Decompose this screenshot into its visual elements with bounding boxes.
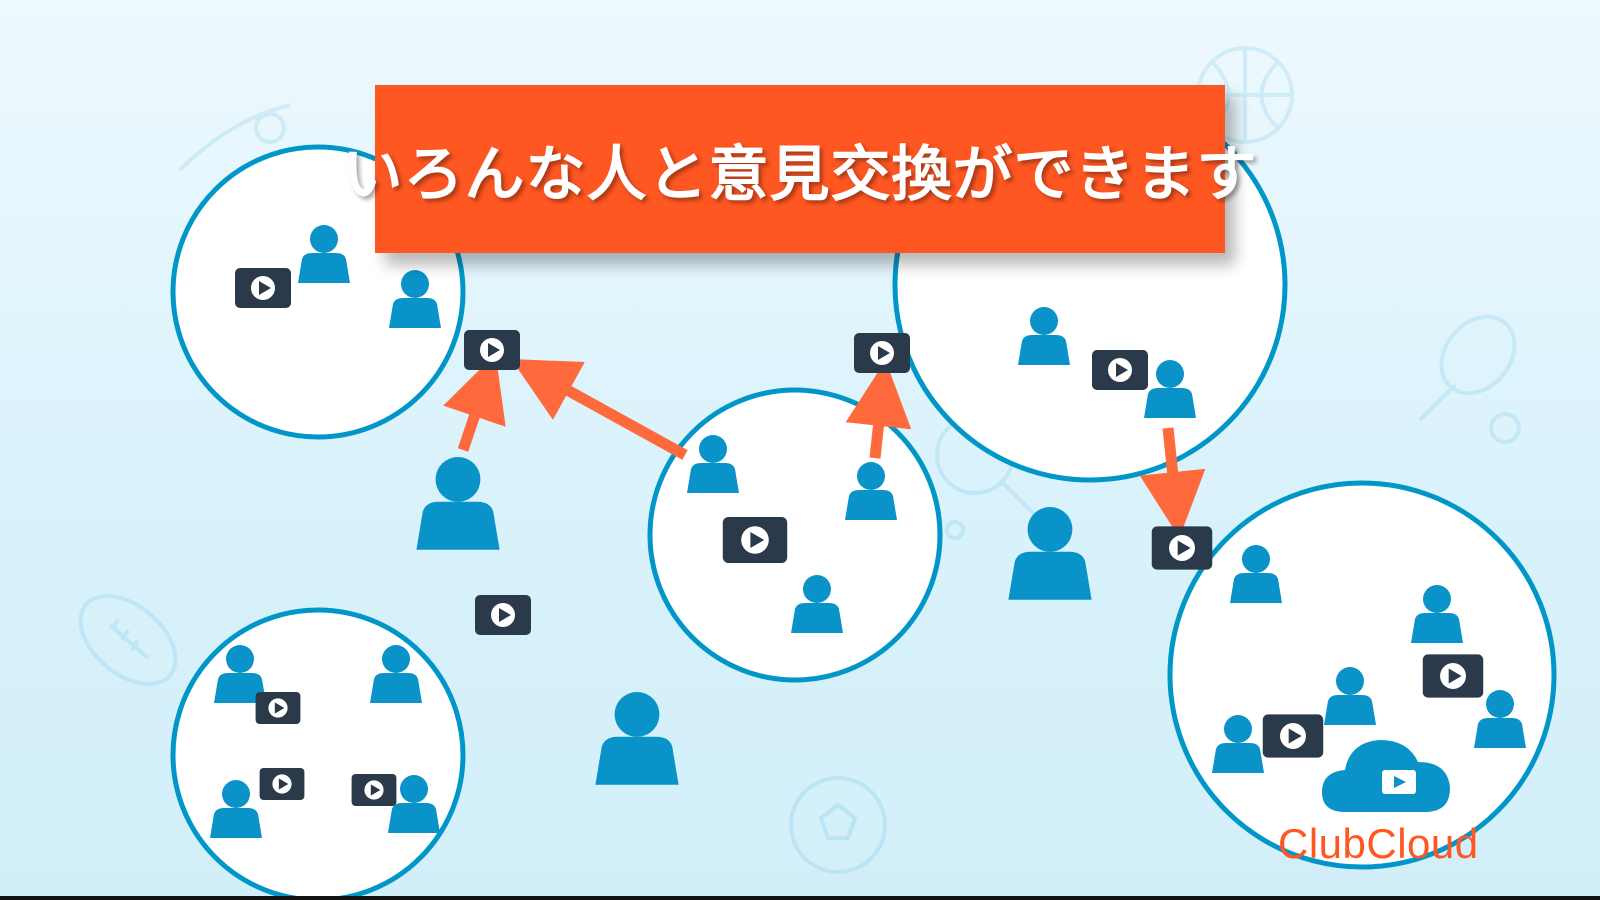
video-play-icon[interactable] xyxy=(854,333,910,373)
video-play-icon[interactable] xyxy=(1262,714,1324,758)
video-play-icon[interactable] xyxy=(464,330,520,370)
arrow xyxy=(511,359,688,460)
person-icon xyxy=(416,457,500,550)
video-play-icon[interactable] xyxy=(475,595,531,635)
video-play-icon[interactable] xyxy=(255,692,301,724)
tennis-racket-icon xyxy=(1418,314,1521,444)
swimmer-icon xyxy=(178,103,291,172)
bottom-divider xyxy=(0,896,1600,900)
video-play-icon[interactable] xyxy=(351,774,397,806)
video-play-icon[interactable] xyxy=(722,517,788,563)
person-icon xyxy=(1008,507,1092,600)
video-play-icon[interactable] xyxy=(259,768,305,800)
arrow xyxy=(845,360,912,459)
video-play-icon[interactable] xyxy=(1151,526,1213,570)
arrow xyxy=(1139,427,1206,538)
community-circle xyxy=(170,607,466,900)
community-circle xyxy=(647,387,943,683)
cloud-video-icon xyxy=(1322,740,1450,812)
headline-banner: いろんな人と意見交換ができます xyxy=(343,85,1257,253)
video-play-icon[interactable] xyxy=(235,268,291,308)
headline-text: いろんな人と意見交換ができます xyxy=(342,139,1258,210)
soccer-ball-icon xyxy=(789,776,887,874)
arrow xyxy=(443,353,506,452)
background-decor xyxy=(78,46,1521,874)
video-play-icon[interactable] xyxy=(1092,350,1148,390)
rugby-ball-icon xyxy=(78,594,178,686)
person-icon xyxy=(595,692,679,785)
share-arrows xyxy=(443,353,1206,538)
clubcloud-logo: ClubCloud xyxy=(1278,820,1479,867)
video-play-icon[interactable] xyxy=(1422,654,1484,698)
